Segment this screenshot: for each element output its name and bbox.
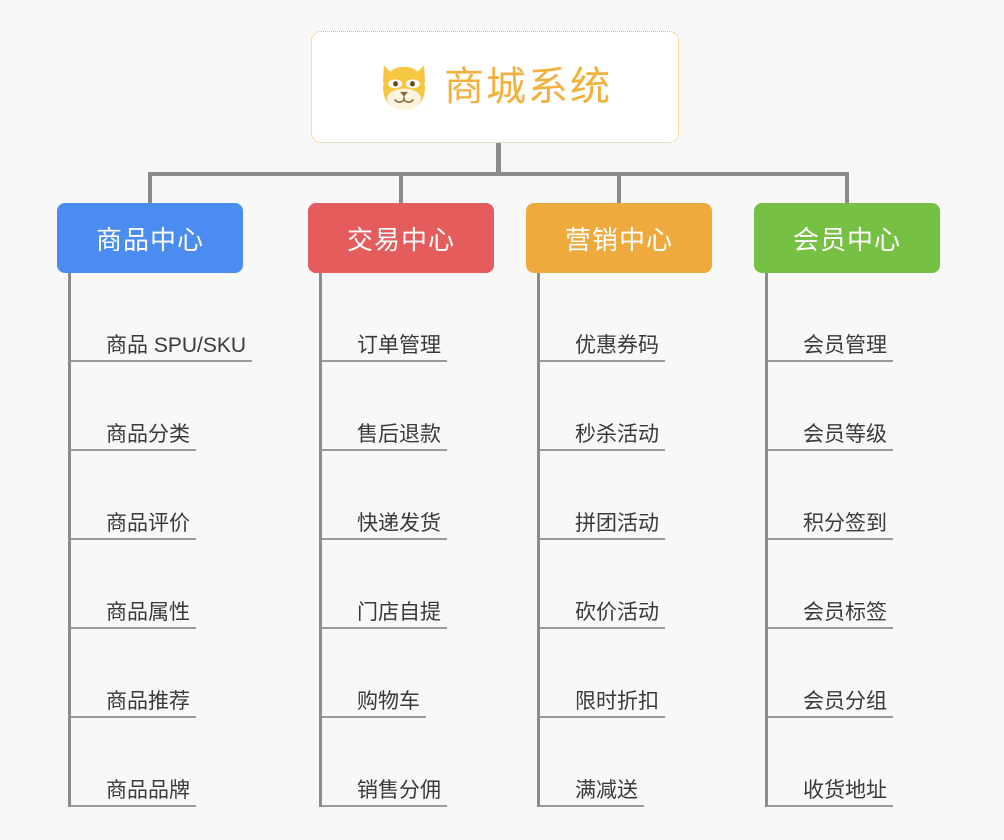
leaf-item[interactable]: 商品分类	[71, 362, 243, 451]
leaf-item[interactable]: 商品推荐	[71, 629, 243, 718]
leaf-item-underline	[540, 360, 665, 362]
leaf-item-label: 商品评价	[106, 511, 190, 535]
leaf-item-underline	[540, 538, 665, 540]
connector-drop-1	[148, 172, 152, 206]
leaf-item[interactable]: 快递发货	[322, 451, 494, 540]
leaf-list: 会员管理会员等级积分签到会员标签会员分组收货地址	[765, 273, 940, 807]
leaf-item-underline	[322, 360, 447, 362]
leaf-item[interactable]: 商品属性	[71, 540, 243, 629]
leaf-item-label: 会员等级	[803, 422, 887, 446]
root-node[interactable]: 商城系统	[311, 31, 679, 143]
leaf-item-underline	[768, 716, 893, 718]
leaf-item[interactable]: 收货地址	[768, 718, 940, 807]
leaf-item[interactable]: 砍价活动	[540, 540, 712, 629]
leaf-item-label: 优惠券码	[575, 333, 659, 357]
leaf-item-underline	[540, 716, 665, 718]
leaf-list: 商品 SPU/SKU 商品分类商品评价商品属性商品推荐商品品牌	[68, 273, 252, 807]
leaf-item-underline	[71, 627, 196, 629]
leaf-item-label: 满减送	[575, 778, 638, 802]
leaf-item-underline	[322, 538, 447, 540]
column-trade: 交易中心订单管理售后退款快递发货门店自提购物车销售分佣	[308, 203, 494, 807]
leaf-item-underline	[768, 627, 893, 629]
leaf-item-underline	[71, 805, 196, 807]
category-title: 会员中心	[792, 224, 901, 255]
leaf-item-underline	[540, 627, 665, 629]
leaf-list: 优惠券码秒杀活动拼团活动砍价活动限时折扣满减送	[537, 273, 712, 807]
leaf-item-underline	[322, 627, 447, 629]
leaf-item-label: 购物车	[357, 689, 420, 713]
leaf-item-underline	[768, 360, 893, 362]
category-box[interactable]: 会员中心	[754, 203, 940, 273]
connector-horizontal-bus	[148, 172, 849, 176]
leaf-item[interactable]: 秒杀活动	[540, 362, 712, 451]
leaf-item-underline	[322, 805, 447, 807]
leaf-item-label: 会员标签	[803, 600, 887, 624]
shiba-dog-face-icon	[383, 65, 425, 110]
connector-root-stem	[496, 143, 501, 175]
leaf-item[interactable]: 会员等级	[768, 362, 940, 451]
leaf-item[interactable]: 会员标签	[768, 540, 940, 629]
leaf-item[interactable]: 订单管理	[322, 273, 494, 362]
leaf-item-underline	[71, 449, 196, 451]
category-title: 交易中心	[346, 224, 455, 255]
leaf-item-underline	[768, 538, 893, 540]
category-box[interactable]: 商品中心	[57, 203, 243, 273]
leaf-item-underline	[71, 360, 252, 362]
category-title: 商品中心	[95, 224, 204, 255]
leaf-item-label: 订单管理	[357, 333, 441, 357]
leaf-item-label: 销售分佣	[357, 778, 441, 802]
leaf-item-underline	[71, 716, 196, 718]
category-box[interactable]: 交易中心	[308, 203, 494, 273]
leaf-item-underline	[322, 449, 447, 451]
category-box[interactable]: 营销中心	[526, 203, 712, 273]
leaf-item-label: 门店自提	[357, 600, 441, 624]
column-member: 会员中心会员管理会员等级积分签到会员标签会员分组收货地址	[754, 203, 940, 807]
leaf-item-label: 会员管理	[803, 333, 887, 357]
leaf-item[interactable]: 满减送	[540, 718, 712, 807]
leaf-item-label: 快递发货	[357, 511, 441, 535]
leaf-item-underline	[322, 716, 426, 718]
column-product: 商品中心商品 SPU/SKU 商品分类商品评价商品属性商品推荐商品品牌	[57, 203, 252, 807]
leaf-item-label: 秒杀活动	[575, 422, 659, 446]
leaf-item-label: 会员分组	[803, 689, 887, 713]
leaf-item-label: 积分签到	[803, 511, 887, 535]
root-title: 商城系统	[444, 65, 612, 109]
category-title: 营销中心	[564, 224, 673, 255]
leaf-item[interactable]: 拼团活动	[540, 451, 712, 540]
leaf-item[interactable]: 购物车	[322, 629, 494, 718]
leaf-item-underline	[540, 805, 644, 807]
leaf-item[interactable]: 限时折扣	[540, 629, 712, 718]
leaf-item-label: 限时折扣	[575, 689, 659, 713]
leaf-item[interactable]: 商品评价	[71, 451, 243, 540]
connector-drop-3	[617, 172, 621, 206]
leaf-item-underline	[768, 805, 893, 807]
leaf-item[interactable]: 商品品牌	[71, 718, 243, 807]
leaf-item-label: 售后退款	[357, 422, 441, 446]
leaf-item[interactable]: 会员分组	[768, 629, 940, 718]
leaf-item-label: 收货地址	[803, 778, 887, 802]
leaf-item[interactable]: 门店自提	[322, 540, 494, 629]
leaf-item[interactable]: 会员管理	[768, 273, 940, 362]
leaf-item-label: 商品 SPU/SKU	[106, 333, 247, 357]
leaf-item[interactable]: 商品 SPU/SKU	[71, 273, 252, 362]
leaf-item-underline	[71, 538, 196, 540]
leaf-item-label: 砍价活动	[575, 600, 659, 624]
column-marketing: 营销中心优惠券码秒杀活动拼团活动砍价活动限时折扣满减送	[526, 203, 712, 807]
leaf-item[interactable]: 售后退款	[322, 362, 494, 451]
connector-drop-4	[845, 172, 849, 206]
leaf-item[interactable]: 优惠券码	[540, 273, 712, 362]
connector-drop-2	[399, 172, 403, 206]
leaf-item-label: 拼团活动	[575, 511, 659, 535]
leaf-item-label: 商品属性	[106, 600, 190, 624]
leaf-item[interactable]: 销售分佣	[322, 718, 494, 807]
leaf-item-label: 商品推荐	[106, 689, 190, 713]
leaf-item[interactable]: 积分签到	[768, 451, 940, 540]
leaf-item-underline	[768, 449, 893, 451]
leaf-item-label: 商品分类	[106, 422, 190, 446]
leaf-item-label: 商品品牌	[106, 778, 190, 802]
leaf-item-underline	[540, 449, 665, 451]
leaf-list: 订单管理售后退款快递发货门店自提购物车销售分佣	[319, 273, 494, 807]
